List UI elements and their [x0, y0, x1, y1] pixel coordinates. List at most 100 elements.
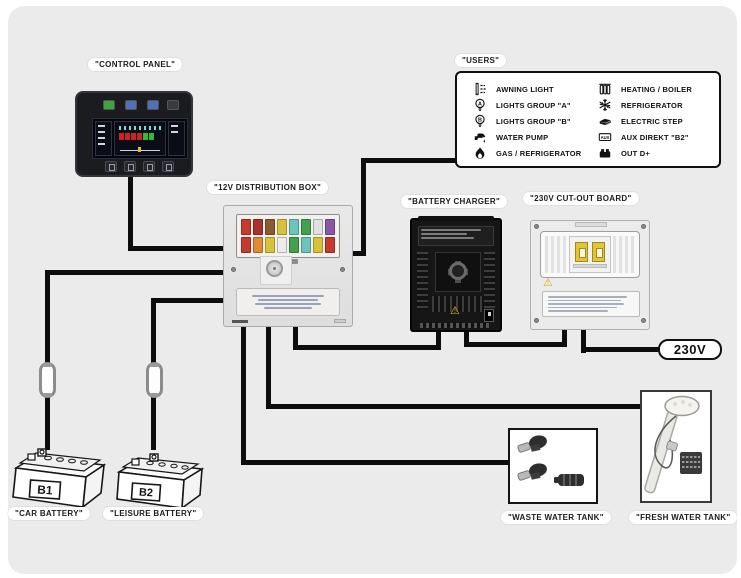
legend-row: REFRIGERATOR: [598, 98, 709, 112]
distribution-knob[interactable]: [266, 260, 283, 277]
brand-logo: [232, 320, 248, 323]
display-right-pane: [168, 121, 185, 156]
legend-row: HEATING / BOILER: [598, 82, 709, 96]
fuse: [325, 237, 335, 253]
fuse: [241, 219, 251, 235]
distribution-box: [223, 205, 353, 327]
led-segment: [143, 133, 148, 140]
230v-badge: 230V: [658, 339, 722, 360]
bulb-a-icon: A: [473, 98, 487, 112]
circuit-breaker[interactable]: [592, 242, 605, 262]
breaker-window: [540, 231, 640, 278]
vent-slots-right: [484, 252, 495, 310]
panel-bottom-button-1[interactable]: [105, 161, 117, 172]
mounting-flange: [418, 216, 494, 221]
relay-icon: [598, 146, 612, 160]
legend-row: AUX AUX DIREKT "B2": [598, 130, 709, 144]
wire-leisurebattery-horizontal: [151, 298, 223, 303]
fresh-water-tank-label: "FRESH WATER TANK": [629, 511, 738, 524]
breaker-panel: [569, 236, 611, 273]
inline-fuse-holder: [146, 362, 163, 398]
legend-label: OUT D+: [621, 148, 650, 158]
fuse: [277, 237, 287, 253]
screw-icon: [231, 267, 236, 272]
waste-water-tank-label: "WASTE WATER TANK": [501, 511, 611, 524]
wire-charger-vertical2: [436, 331, 441, 350]
legend-row: A LIGHTS GROUP "A": [473, 98, 584, 112]
legend-row: OUT D+: [598, 146, 709, 160]
wire-fresh-horizontal: [266, 404, 642, 409]
fuse: [265, 219, 275, 235]
legend-label: GAS / REFRIGERATOR: [496, 148, 582, 158]
wire-users-stub: [352, 251, 366, 256]
charger-core: [435, 252, 481, 292]
display-center-pane: [114, 121, 166, 156]
snowflake-icon: [598, 98, 612, 112]
leisure-battery: B2: [116, 453, 205, 510]
warning-triangle-icon: ⚠: [450, 305, 460, 317]
board-label-plate: [542, 291, 640, 317]
waste-water-tank-box: [508, 428, 598, 504]
wire-carbattery-vertical: [45, 270, 50, 450]
legend-label: LIGHTS GROUP "B": [496, 116, 571, 126]
legend-row: ELECTRIC STEP: [598, 114, 709, 128]
wire-charger-horizontal: [293, 345, 441, 350]
power-switch[interactable]: [484, 309, 494, 322]
led-segment: [137, 133, 142, 140]
panel-bottom-button-4[interactable]: [162, 161, 174, 172]
led-segment: [149, 133, 154, 140]
distribution-box-label: "12V DISTRIBUTION BOX": [207, 181, 329, 194]
din-rail: [573, 264, 607, 268]
legend-label: REFRIGERATOR: [621, 100, 683, 110]
panel-button-4[interactable]: [167, 100, 179, 110]
panel-display: [92, 118, 188, 159]
circuit-breaker[interactable]: [575, 242, 588, 262]
panel-button-2[interactable]: [125, 100, 137, 110]
wire-230v-vertical: [581, 329, 586, 353]
led-segment: [125, 133, 130, 140]
warning-triangle-icon: ⚠: [543, 277, 553, 289]
wire-charger-vertical1: [293, 327, 298, 350]
panel-bottom-button-3[interactable]: [143, 161, 155, 172]
awning-light-icon: [473, 82, 487, 96]
radiator-icon: [598, 82, 612, 96]
leisure-battery-label: "LEISURE BATTERY": [103, 507, 204, 520]
screw-icon: [534, 224, 539, 229]
panel-bottom-button-2[interactable]: [124, 161, 136, 172]
distribution-label-plate: [236, 288, 340, 316]
battery-charger: ⚠: [410, 216, 502, 332]
legend-row: GAS / REFRIGERATOR: [473, 146, 584, 160]
wire-controlpanel-vertical: [128, 176, 133, 250]
charger-label-plate: [418, 226, 494, 246]
fuse: [289, 237, 299, 253]
svg-text:B2: B2: [138, 487, 153, 500]
screw-icon: [641, 318, 646, 323]
control-panel: [75, 91, 193, 177]
legend-label: AUX DIREKT "B2": [621, 132, 689, 142]
control-panel-label: "CONTROL PANEL": [88, 58, 183, 71]
wire-230v-horizontal: [581, 347, 660, 352]
fuse: [241, 237, 251, 253]
panel-button-3[interactable]: [147, 100, 159, 110]
svg-text:A: A: [478, 101, 482, 107]
window-stripes-left: [545, 236, 567, 273]
wire-cutout-horizontal: [464, 342, 567, 347]
panel-button-1[interactable]: [103, 100, 115, 110]
wire-controlpanel-horizontal: [128, 246, 223, 251]
fresh-water-tank-box: [640, 390, 712, 503]
legend-label: AWNING LIGHT: [496, 84, 554, 94]
legend-label: LIGHTS GROUP "A": [496, 100, 571, 110]
fuse: [313, 219, 323, 235]
legend-label: ELECTRIC STEP: [621, 116, 683, 126]
vent-slots-left: [417, 252, 428, 310]
wire-carbattery-horizontal: [45, 270, 223, 275]
display-left-pane: [95, 121, 112, 156]
fuse: [277, 219, 287, 235]
cutout-board-label: "230V CUT-OUT BOARD": [523, 192, 639, 205]
wire-fresh-vertical: [266, 327, 271, 409]
users-legend-box: AWNING LIGHT A LIGHTS GROUP "A" B LIGHTS…: [455, 71, 721, 168]
legend-label: HEATING / BOILER: [621, 84, 692, 94]
users-right-column: HEATING / BOILER REFRIGERATOR ELECTRIC S…: [598, 82, 709, 160]
fresh-tank-pump: [644, 395, 702, 494]
